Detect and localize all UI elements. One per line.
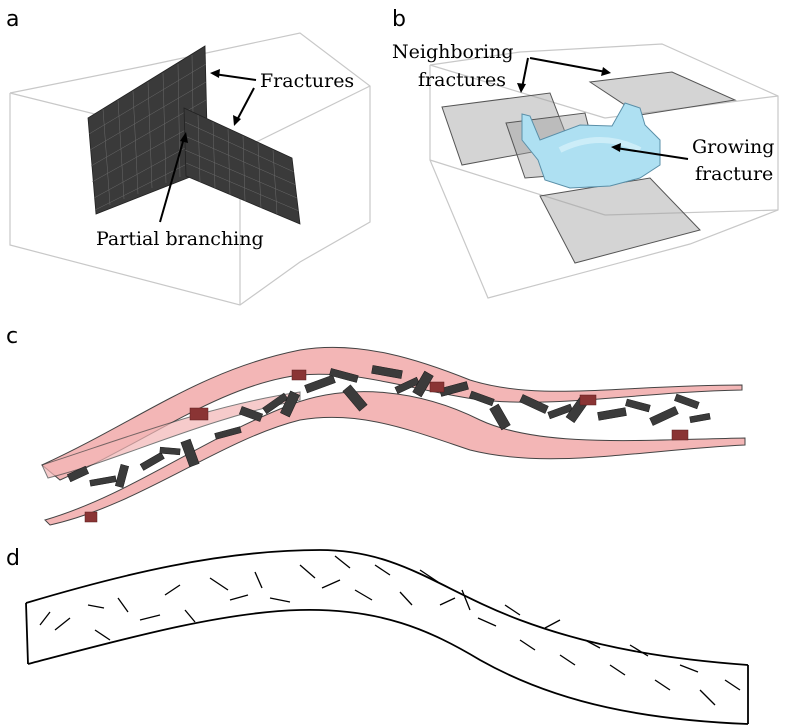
panel-letter-d: d (6, 546, 20, 571)
label-fractures: Fractures (260, 70, 354, 92)
panel-d: d (6, 546, 749, 725)
branching-arrow (159, 132, 188, 223)
growing-arrow (611, 143, 689, 160)
panel-letter-a: a (6, 7, 19, 32)
panel-letter-b: b (392, 7, 406, 32)
neighbor-plane-right (588, 71, 737, 116)
fractures-arrows (210, 69, 257, 126)
label-neighboring-1: Neighboring (392, 41, 514, 63)
fracture-traces (39, 555, 741, 706)
layer-outline (25, 549, 749, 725)
neighboring-arrows (517, 57, 611, 93)
panel-c: c (6, 324, 746, 526)
label-growing-2: fracture (695, 163, 773, 185)
label-neighboring-2: fractures (418, 69, 506, 91)
fracture-front (183, 107, 301, 225)
panel-letter-c: c (6, 324, 18, 349)
label-partial-branching: Partial branching (96, 228, 264, 250)
growing-fracture-shape (521, 102, 661, 189)
panel-a: a (6, 7, 371, 306)
label-growing-1: Growing (692, 136, 774, 158)
panel-b: b Neighboring fractures (392, 7, 779, 299)
fracture-chips (66, 365, 711, 523)
neighbor-plane-bottom (539, 177, 701, 264)
fracture-back (87, 45, 209, 215)
